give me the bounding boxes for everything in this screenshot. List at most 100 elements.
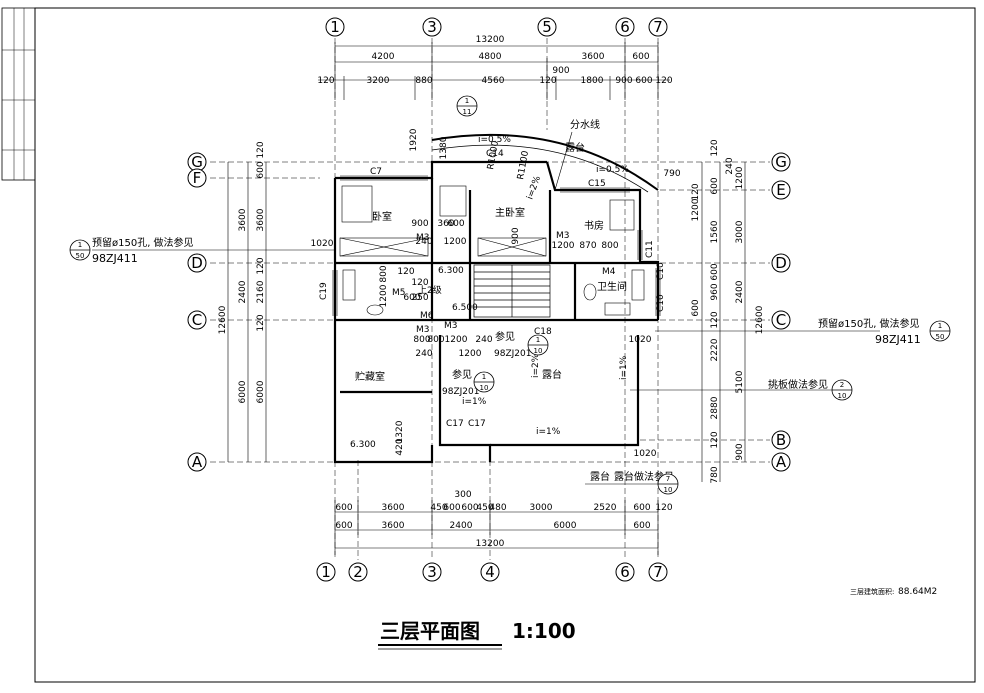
interior-dimension-texts: 1920 1380 360 900 240 1200 1020 120 800 … [311,128,652,455]
see-std-1: 98ZJ201 [494,349,531,359]
ref-sheet: 10 [480,384,489,392]
dim: 960 [710,283,720,300]
radius-label: R1100 [516,150,531,181]
axis-top-7: 7 [653,18,663,36]
slope-label: i=0.5% [478,135,511,145]
detail-ref-numbers: 1 11 1 50 1 50 2 10 7 10 1 10 1 10 [76,97,945,494]
dim: 1800 [581,76,604,86]
see-ref-1: 参见 [495,330,515,343]
window-code: C10 [656,294,666,312]
window-code: C17 [446,419,464,429]
furniture [339,185,645,316]
dim: 120 [710,431,720,448]
axis-top-5: 5 [542,18,552,36]
dim: 120 [256,257,266,274]
dim: 120 [411,278,428,288]
dim: 12600 [755,305,765,334]
dim: 240 [415,349,432,359]
dim: 1200 [459,349,482,359]
dim: 4560 [482,76,505,86]
ref-num: 2 [840,381,844,389]
window-code: C15 [588,179,606,189]
dim: 1200 [445,335,468,345]
dim: 3600 [238,208,248,231]
opening-codes: C7 C14 C15 C18 C19 C10 C10 C11 C17 C17 M… [319,149,666,429]
dim: 12600 [218,305,228,334]
axis-bottom-2: 2 [353,563,363,581]
building-walls [333,160,660,464]
axis-bottom-4: 4 [485,563,495,581]
dim: 2880 [710,396,720,419]
axis-grid [210,38,770,560]
room-terrace: 露台 [542,368,562,381]
slope-label: i=1% [462,397,487,407]
level-mark: 6.300 [438,266,464,276]
dim: 600 [710,263,720,280]
left-hole-note: 预留ø150孔, 做法参见 [92,236,194,249]
dim: 1320 [395,420,405,443]
slope-label: i=2% [531,353,541,378]
parapet-note: 挑板做法参见 [768,378,828,391]
dim: 600 [691,299,701,316]
dim: 790 [663,169,680,179]
axis-right-C: C [776,311,786,329]
room-bathroom: 卫生间 [597,280,627,293]
dim: 2400 [735,280,745,303]
dim: 800 [413,335,430,345]
axis-bottom-3: 3 [427,563,437,581]
dim: 870 [579,241,596,251]
ref-num: 1 [465,97,469,105]
dim: 3600 [382,521,405,531]
axis-left-F: F [193,169,202,187]
right-hole-note: 预留ø150孔, 做法参见 [818,317,920,330]
area-value: 88.64M2 [898,587,937,597]
room-labels: 卧室 主卧室 书房 卫生间 贮藏室 露台 露台 [355,141,627,383]
dim: 6000 [238,380,248,403]
dim: 3600 [582,52,605,62]
dim: 1020 [634,449,657,459]
dim: 1380 [439,136,449,159]
dim: 1920 [409,128,419,151]
door-code: M3 [556,231,570,241]
ref-num: 1 [482,373,486,381]
leader-lines [92,249,880,485]
dim: 900 [552,66,569,76]
dim: 120 [256,141,266,158]
dim: 4800 [479,52,502,62]
curved-balcony [431,133,659,191]
room-terrace-top: 露台 [565,141,585,154]
door-code: M6 [420,311,434,321]
dim: 120 [655,76,672,86]
dim: 3600 [382,503,405,513]
axis-labels: 1 3 5 6 7 1 2 3 4 6 7 G F D C A G E D C … [191,18,787,581]
dim: 1560 [710,220,720,243]
slope-label: i=2% [525,174,543,201]
ref-sheet: 10 [664,486,673,494]
room-study: 书房 [584,219,604,232]
dim: 120 [317,76,334,86]
bottom-total-dim: 13200 [476,539,505,549]
axis-bottom-6: 6 [620,563,630,581]
dim: 600 [256,161,266,178]
slope-label: i=1% [536,427,561,437]
window-code: C10 [656,262,666,280]
dim: 120 [397,267,414,277]
dim: 3000 [735,220,745,243]
door-code: M3 [416,233,430,243]
dim: 120 [655,503,672,513]
terrace-label: 露台 [590,470,610,483]
ref-sheet: 50 [76,252,85,260]
drawing-scale: 1:100 [512,619,576,643]
left-dimension-texts: 12600 3600 2400 6000 600 120 3600 120 21… [218,141,266,403]
left-hole-std: 98ZJ411 [92,252,138,265]
level-mark: 6.300 [350,440,376,450]
dim: 880 [415,76,432,86]
dim: 600 [710,177,720,194]
ref-sheet: 10 [534,347,543,355]
right-dimension-texts: 12600 1200 3000 2400 5100 900 120 240 79… [634,139,765,483]
annotations: 分水线 i=0.5% i=0.5% i=2% i=1% i=1% i=1% i=… [92,118,921,483]
door-code: M5 [392,288,406,298]
dim: 1200 [444,237,467,247]
ref-sheet: 50 [936,333,945,341]
window-code: C11 [645,240,655,258]
